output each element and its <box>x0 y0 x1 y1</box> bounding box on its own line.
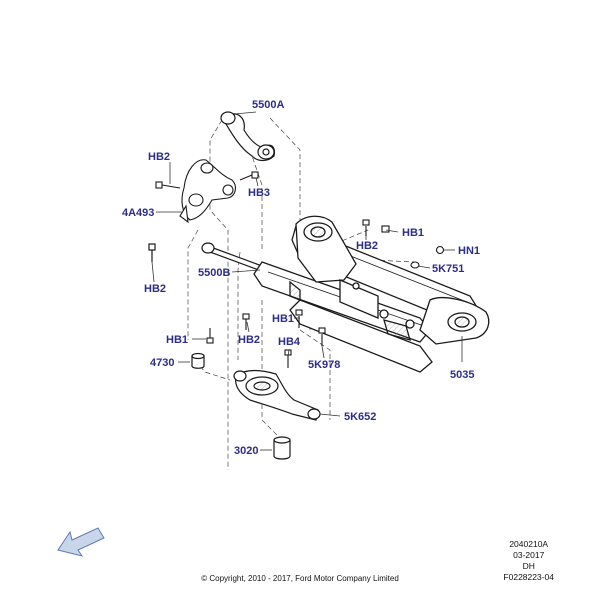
bump-stop-4730 <box>191 352 205 369</box>
lower-control-arm-5K652 <box>233 369 321 421</box>
callout-hb1-center: HB1 <box>272 313 294 325</box>
callout-5K751: 5K751 <box>432 263 464 275</box>
bushing-3020 <box>273 436 291 460</box>
callout-hb2-right: HB2 <box>356 240 378 252</box>
callout-4730: 4730 <box>150 357 174 369</box>
callout-4A493: 4A493 <box>122 207 154 219</box>
callout-hb2-lower: HB2 <box>238 334 260 346</box>
figure-id: F0228223-04 <box>503 572 554 582</box>
callout-5K652: 5K652 <box>344 411 376 423</box>
callout-hb1-right: HB1 <box>402 227 424 239</box>
callout-hb1-left: HB1 <box>166 334 188 346</box>
callout-3020: 3020 <box>234 445 258 457</box>
callout-5035: 5035 <box>450 369 474 381</box>
ref-date: 03-2017 <box>513 550 545 560</box>
figure-reference-block: 2040210A 03-2017 DH F0228223-04 <box>503 539 554 583</box>
rear-subframe-5035 <box>253 215 490 373</box>
fasteners <box>206 219 445 368</box>
copyright-notice: © Copyright, 2010 - 2017, Ford Motor Com… <box>201 574 399 583</box>
ref-code: 2040210A <box>509 539 549 549</box>
callout-hb2-left: HB2 <box>144 283 166 295</box>
callout-hn1: HN1 <box>458 245 480 257</box>
ref-initials: DH <box>522 561 535 571</box>
front-direction-arrow-icon <box>57 527 105 557</box>
callout-hb2-upper: HB2 <box>148 151 170 163</box>
callout-5500B: 5500B <box>198 267 230 279</box>
callout-labels: 5500A HB2 HB3 4A493 HB1 HB2 HN1 5K751 55… <box>122 99 480 457</box>
knuckle-bracket-4A493 <box>179 159 237 224</box>
callout-hb3: HB3 <box>248 187 270 199</box>
callout-5500A: 5500A <box>252 99 284 111</box>
leader-lines <box>151 111 463 451</box>
callout-hb4: HB4 <box>278 336 301 348</box>
bolts-upper-left <box>155 171 259 189</box>
callout-5K978: 5K978 <box>308 359 340 371</box>
upper-control-arm-5500A <box>220 111 275 162</box>
